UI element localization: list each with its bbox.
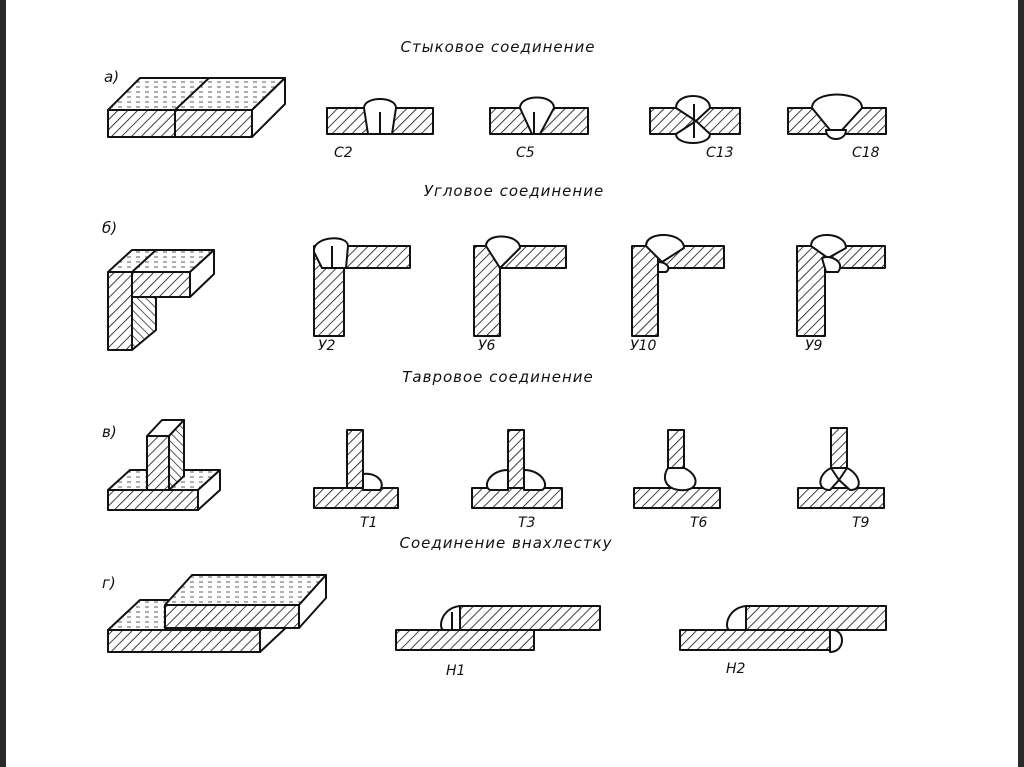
joint-code-2-1: У2 xyxy=(318,338,336,354)
tee-weld-t9 xyxy=(797,427,885,509)
right-frame-edge xyxy=(1018,0,1024,767)
joint-code-1-4: С18 xyxy=(852,145,880,161)
butt-weld-c13 xyxy=(649,95,741,144)
corner-weld-u9 xyxy=(796,233,886,337)
row-label-g: г) xyxy=(102,574,116,592)
butt-joint-isometric xyxy=(107,77,286,138)
left-frame-edge xyxy=(0,0,6,767)
joint-code-3-3: Т6 xyxy=(690,515,708,531)
title-butt-joint: Стыковое соединение xyxy=(401,38,596,56)
joint-code-4-2: Н2 xyxy=(726,661,746,677)
tee-joint-isometric xyxy=(107,419,221,511)
title-corner-joint: Угловое соединение xyxy=(424,182,604,200)
tee-weld-t1 xyxy=(313,429,399,509)
title-lap-joint: Соединение внахлестку xyxy=(399,534,612,552)
joint-code-2-3: У10 xyxy=(630,338,656,354)
butt-weld-c18 xyxy=(787,93,887,140)
joint-code-4-1: Н1 xyxy=(446,663,465,679)
joint-code-3-1: Т1 xyxy=(360,515,377,531)
lap-joint-isometric xyxy=(107,574,327,653)
title-tee-joint: Тавровое соединение xyxy=(402,368,594,386)
lap-weld-h2 xyxy=(679,605,887,653)
butt-weld-c5 xyxy=(489,96,589,135)
butt-weld-c2 xyxy=(326,98,434,135)
joint-code-1-1: С2 xyxy=(334,145,353,161)
joint-code-1-2: С5 xyxy=(516,145,535,161)
lap-weld-h1 xyxy=(395,605,601,651)
joint-code-3-4: Т9 xyxy=(852,515,870,531)
row-label-a: а) xyxy=(104,68,119,86)
joint-code-1-3: С13 xyxy=(706,145,734,161)
joint-code-3-2: Т3 xyxy=(518,515,535,531)
corner-weld-u6 xyxy=(473,235,567,337)
corner-joint-isometric xyxy=(107,249,215,351)
tee-weld-t6 xyxy=(633,429,721,509)
corner-weld-u2 xyxy=(313,237,411,337)
joint-code-2-2: У6 xyxy=(478,338,496,354)
tee-weld-t3 xyxy=(471,429,563,509)
row-label-b: б) xyxy=(102,219,117,237)
row-label-v: в) xyxy=(102,423,117,441)
corner-weld-u10 xyxy=(631,233,725,337)
joint-code-2-4: У9 xyxy=(805,338,823,354)
